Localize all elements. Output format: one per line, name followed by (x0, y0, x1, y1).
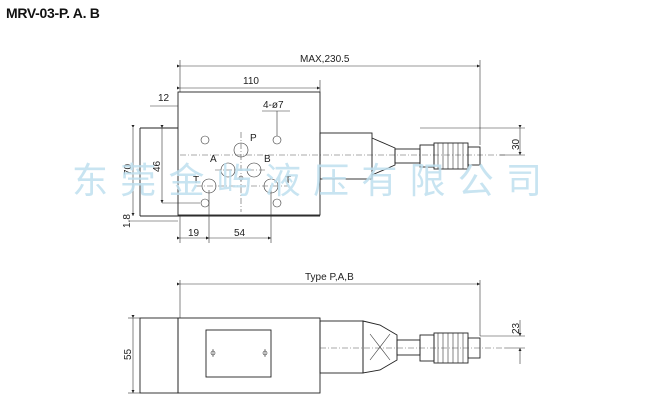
top-view: P A B T T MAX,230.5 110 (122, 54, 525, 243)
side-type-label: Type P,A,B (305, 272, 354, 283)
dim-hole-spec: 4-ø7 (263, 100, 284, 111)
port-t-right-label: T (285, 175, 291, 186)
port-t-left-label: T (193, 175, 199, 186)
port-a-label: A (210, 154, 217, 165)
dim-overall-length: MAX,230.5 (300, 54, 350, 65)
drawing-title: MRV-03-P. A. B (6, 5, 100, 21)
dim-54: 54 (234, 228, 246, 239)
nameplate (205, 329, 272, 378)
pressure-adjuster-top (319, 132, 481, 180)
dim-1-8: 1.8 (122, 214, 133, 228)
dim-23: 23 (511, 322, 522, 334)
dim-30: 30 (511, 138, 522, 150)
port-b-label: B (264, 154, 271, 165)
dim-body-length: 110 (243, 76, 259, 87)
valve-body-side (177, 317, 321, 394)
side-view: Type P,A,B 55 23 (123, 272, 525, 394)
dim-46: 46 (152, 160, 163, 172)
port-p-label: P (250, 133, 257, 144)
dim-19: 19 (188, 228, 200, 239)
dim-55: 55 (123, 348, 134, 360)
dim-70: 70 (123, 163, 134, 175)
dim-12: 12 (158, 93, 170, 104)
watermark-text: 东莞金屿液压有限公司 (72, 161, 542, 202)
